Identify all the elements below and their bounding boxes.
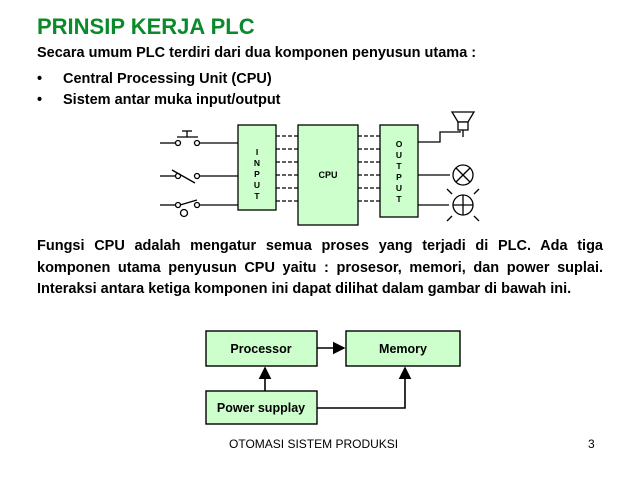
power-supply-label: Power supplay [217,401,305,415]
power-memory-arrow [317,366,412,409]
body-paragraph: Fungsi CPU adalah mengatur semua proses … [37,238,603,297]
bullet-item: • Central Processing Unit (CPU) [37,69,281,90]
input-letter: P [254,169,260,179]
output-letter: T [396,194,402,204]
cpu-box [297,124,359,226]
cpu-label: CPU [318,170,337,180]
limit-switch-icon [160,199,238,218]
output-module-label: O U T P U T [396,139,403,204]
pushbutton-switch-icon [160,130,238,147]
memory-label: Memory [379,342,427,356]
output-letter: U [396,183,402,193]
input-module-box [237,124,277,211]
processor-box[interactable] [205,330,318,367]
bullet-text: Sistem antar muka input/output [63,92,281,108]
output-module-box [379,124,419,218]
indicator-lamp-icon [446,188,480,222]
bullet-icon: • [37,92,43,108]
footer-text: OTOMASI SISTEM PRODUKSI [229,437,399,451]
bullet-icon: • [37,71,43,87]
bullet-list: • Central Processing Unit (CPU) • Sistem a… [37,69,281,111]
output-letter: T [396,161,402,171]
input-module-label: I N P U T [254,147,260,201]
output-letter: O [396,139,403,149]
slide-title: PRINSIP KERJA PLC [37,14,255,39]
input-letter: I [256,147,258,157]
power-supply-box[interactable] [205,390,318,425]
input-letter: T [254,191,260,201]
memory-box[interactable] [345,330,461,367]
horn-icon [450,111,476,137]
input-letter: N [254,158,260,168]
lamp-icon [452,164,474,186]
input-cpu-bus [276,135,298,202]
processor-label: Processor [230,342,291,356]
output-letter: P [396,172,402,182]
bullet-item: • Sistem antar muka input/output [37,90,281,111]
intro-text: Secara umum PLC terdiri dari dua kompone… [37,45,477,61]
input-letter: U [254,180,260,190]
toggle-switch-icon [160,169,238,184]
page-number: 3 [588,437,595,451]
output-letter: U [396,150,402,160]
cpu-output-bus [358,135,380,202]
bullet-text: Central Processing Unit (CPU) [63,71,272,87]
